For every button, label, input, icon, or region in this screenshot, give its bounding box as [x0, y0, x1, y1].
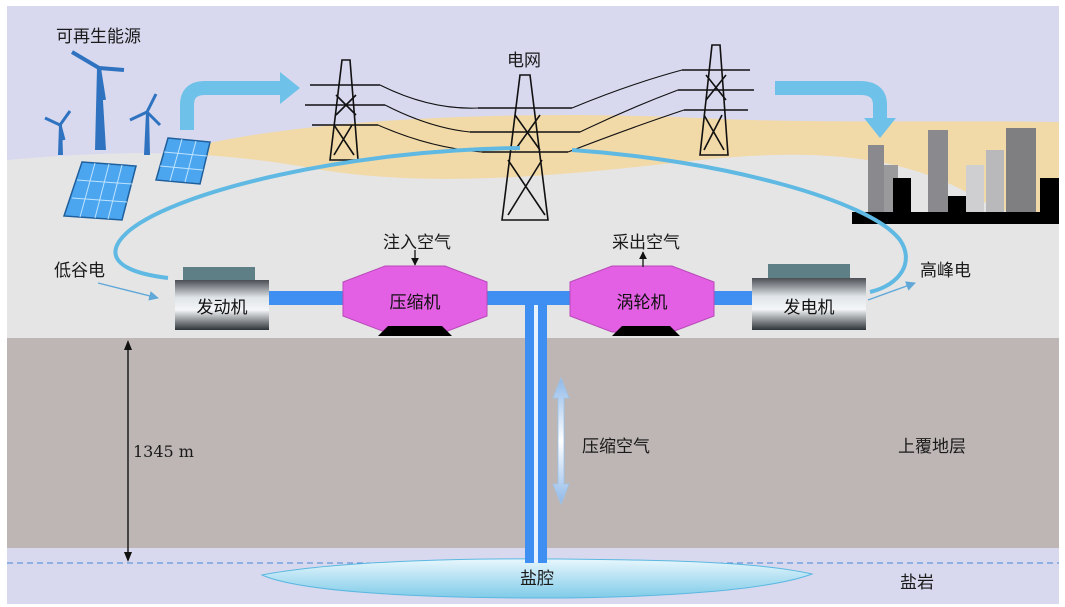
air-in-label: 注入空气: [383, 233, 451, 253]
compressed-air-flow-arrow: [552, 376, 570, 506]
turbine-shape: [569, 265, 715, 333]
peak-label: 高峰电: [920, 261, 971, 281]
generator-box: [752, 278, 866, 330]
power-lines: [377, 69, 685, 153]
peak-cable: [571, 148, 908, 294]
motor-label: 发动机: [196, 298, 248, 318]
off-peak-label: 低谷电: [54, 261, 105, 281]
compressed-air-label: 压缩空气: [582, 437, 650, 457]
off-peak-cable: [113, 146, 521, 280]
salt-cavern: [260, 558, 814, 599]
off-peak-arrow: [97, 282, 159, 301]
renewable-energy-label: 可再生能源: [56, 27, 141, 47]
cavern-label: 盐腔: [520, 569, 554, 589]
turbine-label: 涡轮机: [616, 293, 668, 313]
transmission-tower-icon: [305, 44, 754, 221]
salt-rock-label: 盐岩: [900, 573, 934, 593]
flow-arrow-head: [864, 118, 896, 138]
wind-turbine-icon: [44, 50, 162, 155]
peak-arrow: [867, 281, 916, 301]
overburden-label: 上覆地层: [898, 437, 966, 457]
motor-box: [175, 280, 269, 330]
compressor-label: 压缩机: [389, 293, 441, 313]
depth-label: 1345 m: [133, 442, 194, 461]
compressor-shape: [342, 265, 488, 333]
solar-panel-icon: [62, 137, 211, 221]
flow-arrow-head: [280, 72, 300, 104]
air-out-label: 采出空气: [612, 233, 680, 253]
city-skyline-icon: [852, 128, 1059, 224]
grid-label: 电网: [507, 51, 541, 71]
flow-arrow-to-grid: [180, 81, 282, 130]
generator-label: 发电机: [783, 298, 835, 318]
flow-arrow-to-city: [775, 81, 887, 118]
